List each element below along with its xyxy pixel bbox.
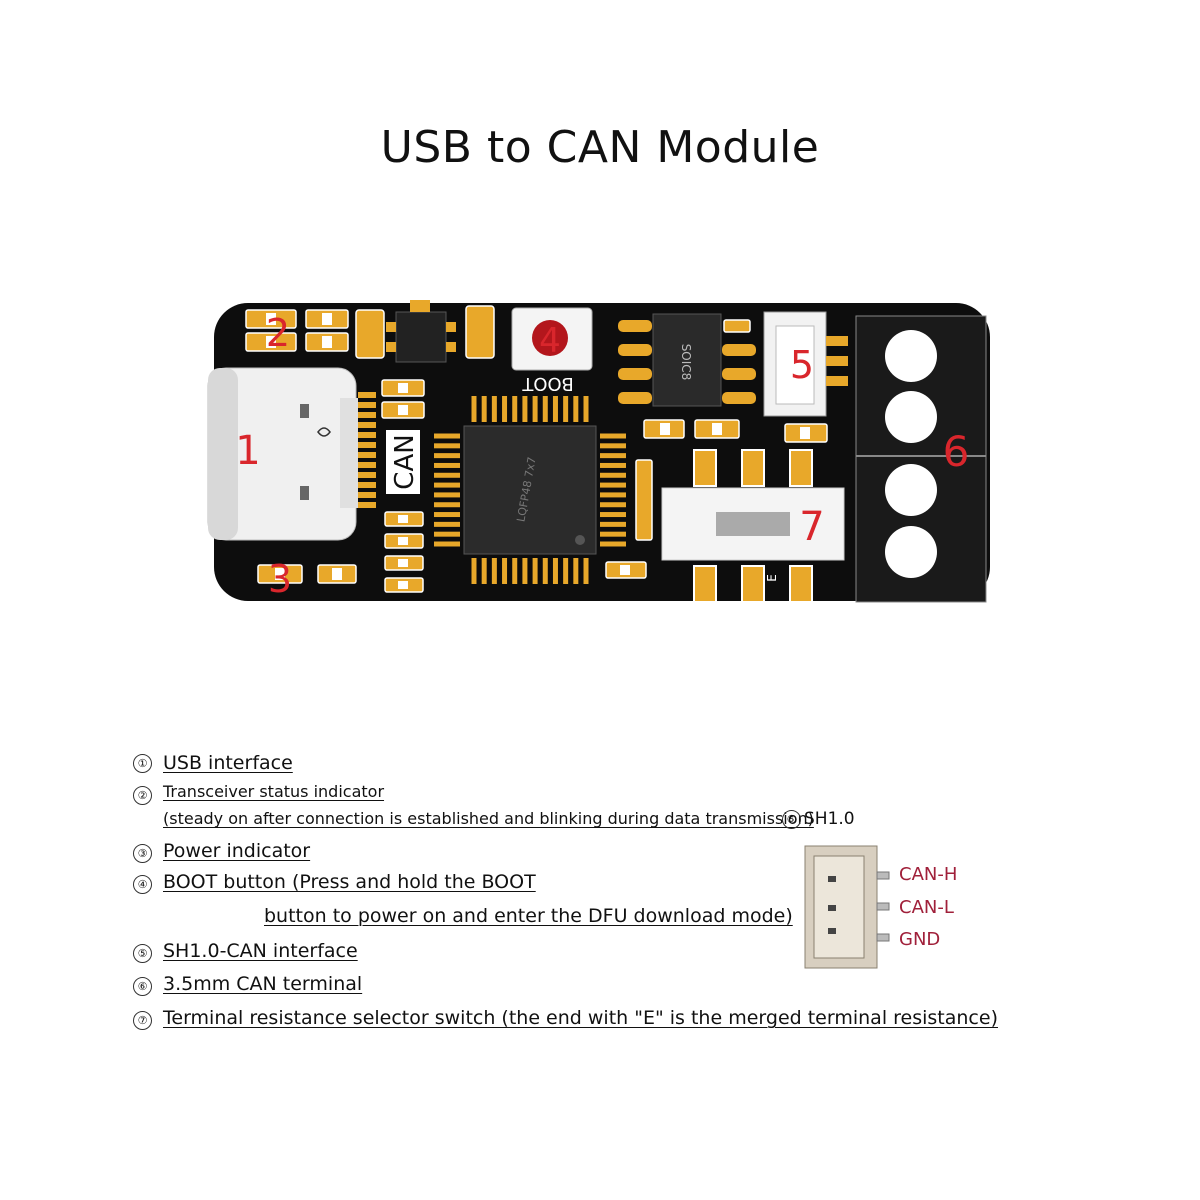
mcu-pin bbox=[434, 531, 460, 537]
mcu-pin bbox=[434, 433, 460, 439]
pin-label-gnd: GND bbox=[899, 929, 941, 950]
legend-number: ⑤ bbox=[133, 944, 152, 963]
legend-text: Terminal resistance selector switch (the… bbox=[163, 1007, 998, 1029]
callout-numbers: 1 2 3 4 5 6 7 bbox=[235, 311, 969, 601]
callout-1: 1 bbox=[235, 428, 260, 474]
callout-4: 4 bbox=[539, 321, 561, 361]
mcu-pin bbox=[573, 396, 579, 422]
mcu-pin bbox=[552, 396, 558, 422]
legend-number: ② bbox=[133, 786, 152, 805]
mcu-pin bbox=[434, 521, 460, 527]
boot-button bbox=[511, 307, 593, 371]
sh10-label-text: SH1.0 bbox=[804, 809, 855, 829]
mcu-pin bbox=[434, 492, 460, 498]
lqfp48-mcu bbox=[463, 425, 597, 555]
callout-7: 7 bbox=[799, 504, 824, 550]
mcu-pin bbox=[573, 558, 579, 584]
mcu-pin bbox=[434, 453, 460, 459]
mcu-pin bbox=[600, 453, 626, 459]
callout-3: 3 bbox=[268, 557, 292, 601]
mcu-pin bbox=[434, 443, 460, 449]
mcu-pin bbox=[600, 492, 626, 498]
legend-text: BOOT button (Press and hold the BOOT bbox=[163, 871, 536, 893]
mcu-pin bbox=[522, 558, 528, 584]
mcu-pin bbox=[512, 396, 518, 422]
legend-number: ① bbox=[133, 754, 152, 773]
mcu-pin bbox=[522, 396, 528, 422]
terminal-block-3-5mm bbox=[855, 315, 987, 603]
mcu-pin bbox=[481, 558, 487, 584]
soic8-transceiver bbox=[618, 313, 756, 407]
mcu-pin bbox=[600, 521, 626, 527]
can-silk-box bbox=[386, 430, 420, 494]
mcu-pin bbox=[600, 472, 626, 478]
mcu-pin bbox=[600, 512, 626, 518]
legend-number: ④ bbox=[133, 875, 152, 894]
mcu-pin bbox=[434, 482, 460, 488]
mcu-pin bbox=[532, 558, 538, 584]
legend-text-continued: button to power on and enter the DFU dow… bbox=[264, 905, 793, 927]
mcu-pin bbox=[600, 482, 626, 488]
mcu-pin bbox=[542, 558, 548, 584]
legend-text: SH1.0-CAN interface bbox=[163, 940, 358, 962]
mcu-pin bbox=[434, 472, 460, 478]
mcu-pin bbox=[491, 558, 497, 584]
sh10-number: ⑤ bbox=[782, 810, 801, 829]
legend-number: ⑥ bbox=[133, 977, 152, 996]
mcu-pin bbox=[512, 558, 518, 584]
can-silk-label: CAN bbox=[390, 434, 420, 489]
callout-2: 2 bbox=[266, 311, 290, 355]
mcu-pin bbox=[471, 396, 477, 422]
mcu-pin bbox=[600, 541, 626, 547]
mcu-pin bbox=[434, 462, 460, 468]
sot-regulator bbox=[386, 300, 456, 363]
mcu-pin bbox=[600, 462, 626, 468]
legend-text-continued: (steady on after connection is establish… bbox=[163, 809, 814, 828]
mcu-pin bbox=[563, 396, 569, 422]
mcu-pin bbox=[600, 433, 626, 439]
mcu-pins bbox=[434, 396, 626, 584]
mcu-pin bbox=[583, 558, 589, 584]
slide-switch bbox=[661, 449, 845, 603]
sh10-connector bbox=[763, 311, 848, 417]
callout-6: 6 bbox=[943, 427, 970, 476]
mcu-pin bbox=[471, 558, 477, 584]
mcu-pin bbox=[542, 396, 548, 422]
mcu-pin bbox=[434, 512, 460, 518]
pin-label-can-h: CAN-H bbox=[899, 864, 958, 885]
pin-label-can-l: CAN-L bbox=[899, 897, 954, 918]
mcu-pin bbox=[502, 396, 508, 422]
legend-number: ③ bbox=[133, 844, 152, 863]
legend-text: USB interface bbox=[163, 752, 293, 774]
mcu-pin bbox=[552, 558, 558, 584]
page-title: USB to CAN Module bbox=[380, 122, 820, 173]
usb-pins bbox=[358, 392, 376, 508]
boot-silk-label: BOOT bbox=[521, 373, 573, 394]
mcu-pin bbox=[502, 558, 508, 584]
mcu-pin bbox=[600, 502, 626, 508]
smd-centers bbox=[266, 313, 810, 589]
legend-text: Power indicator bbox=[163, 840, 311, 862]
sh10-pinout-drawing bbox=[804, 845, 890, 969]
mcu-pin bbox=[434, 541, 460, 547]
legend-number: ⑦ bbox=[133, 1011, 152, 1030]
mcu-pin bbox=[481, 396, 487, 422]
usb-c-connector bbox=[207, 367, 358, 541]
mcu-pin bbox=[583, 396, 589, 422]
mcu-pin bbox=[600, 531, 626, 537]
mcu-pin bbox=[532, 396, 538, 422]
mcu-pin bbox=[600, 443, 626, 449]
mcu-pin bbox=[563, 558, 569, 584]
mcu-pin bbox=[434, 502, 460, 508]
switch-e-mark: E bbox=[765, 574, 779, 582]
legend-text: 3.5mm CAN terminal bbox=[163, 973, 363, 995]
callout-5: 5 bbox=[790, 343, 814, 387]
legend-text: Transceiver status indicator bbox=[163, 782, 385, 801]
soic8-silk-label: SOIC8 bbox=[679, 344, 693, 381]
mcu-pin bbox=[491, 396, 497, 422]
